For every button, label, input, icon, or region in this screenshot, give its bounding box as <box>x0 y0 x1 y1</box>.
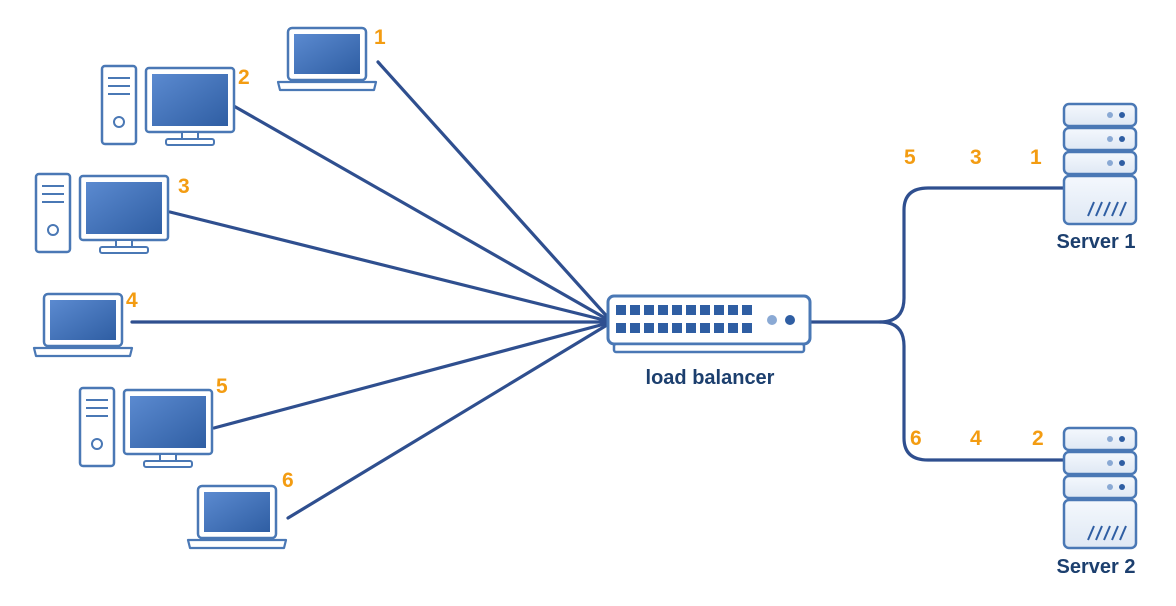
client-number-4: 4 <box>126 289 138 312</box>
laptop-icon <box>32 292 134 358</box>
client-links <box>130 60 614 520</box>
server-icon <box>1062 102 1138 226</box>
load-balancer-label: load balancer <box>646 367 775 389</box>
server-1-queue-item: 5 <box>904 146 916 169</box>
client-number-5: 5 <box>216 375 228 398</box>
link-server-2 <box>878 320 1066 462</box>
link-client-2 <box>230 103 614 324</box>
server-2-queue-item: 2 <box>1032 427 1044 450</box>
link-client-1 <box>376 60 614 324</box>
laptop-icon <box>276 26 378 92</box>
server-1-queue-item: 3 <box>970 146 982 169</box>
laptop-icon <box>186 484 288 550</box>
desktop-computer-icon <box>34 172 170 254</box>
link-client-3 <box>168 210 614 324</box>
server-2-label: Server 2 <box>1057 556 1136 578</box>
server-2-queue-item: 6 <box>910 427 922 450</box>
server-icon <box>1062 426 1138 550</box>
client-number-1: 1 <box>374 26 386 49</box>
link-client-6 <box>286 320 614 520</box>
client-number-2: 2 <box>238 66 250 89</box>
client-number-6: 6 <box>282 469 294 492</box>
desktop-computer-icon <box>100 64 236 146</box>
network-switch-icon <box>606 294 812 354</box>
client-number-3: 3 <box>178 175 190 198</box>
server-1-label: Server 1 <box>1057 231 1136 253</box>
server-1-queue-item: 1 <box>1030 146 1042 169</box>
link-client-5 <box>212 320 614 430</box>
desktop-computer-icon <box>78 386 214 468</box>
server-2-queue-item: 4 <box>970 427 982 450</box>
server-links <box>806 186 1066 462</box>
link-server-1 <box>806 186 1066 324</box>
